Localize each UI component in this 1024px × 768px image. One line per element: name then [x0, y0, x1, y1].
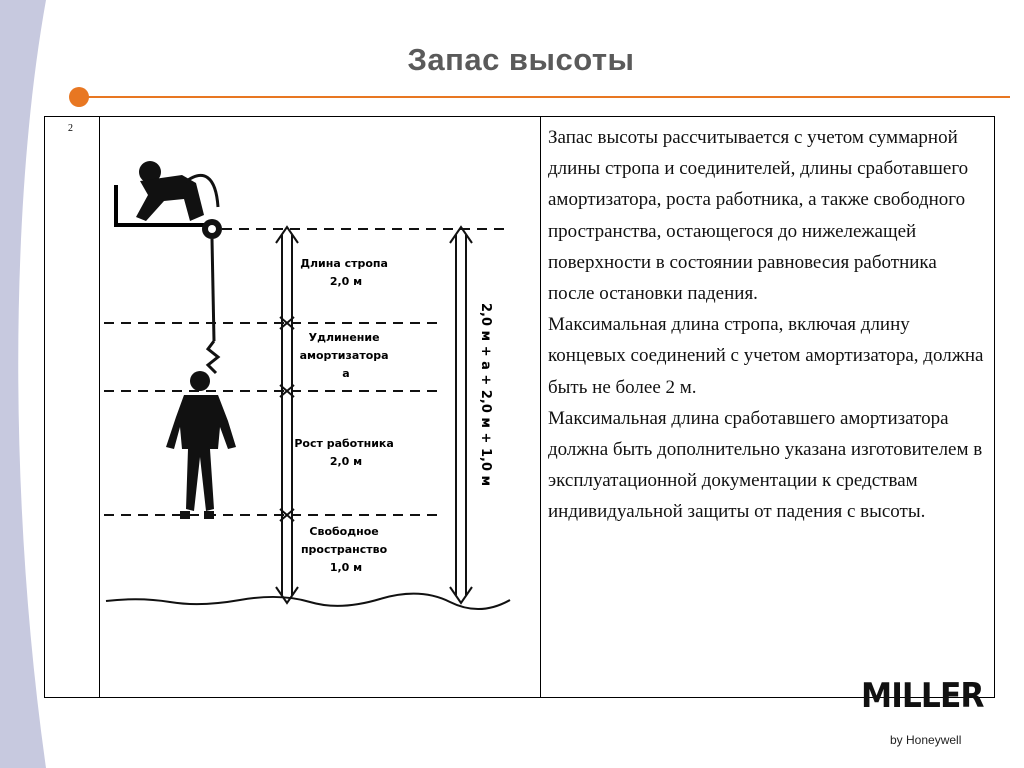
- label-worker-height: Рост работника 2,0 м: [294, 437, 397, 468]
- slide-title: Запас высоты: [407, 42, 635, 77]
- label-absorber-extension: Удлинение амортизатора а: [300, 331, 393, 380]
- label-lanyard-length: Длина стропа 2,0 м: [300, 257, 392, 288]
- reference-lines: [104, 228, 510, 516]
- content-table: 2 Запас высоты рассчитывается с учетом с…: [44, 116, 995, 698]
- label-total-clearance: 2,0 м + а + 2,0 м + 1,0 м: [478, 303, 493, 486]
- left-curve-band: [0, 0, 46, 768]
- label-free-space: Свободное пространство 1,0 м: [301, 525, 391, 574]
- table-divider-2: [540, 117, 541, 697]
- crouching-worker-icon: [136, 161, 220, 221]
- honeywell-byline: by Honeywell: [890, 733, 962, 747]
- title-accent-dot: [69, 87, 89, 107]
- segment-dimension-arrow: [275, 225, 299, 605]
- total-dimension-arrow: [449, 225, 473, 605]
- shock-absorber-icon: [202, 219, 222, 239]
- anchor-platform-icon: [114, 185, 212, 227]
- lanyard-icon: [205, 238, 221, 375]
- paragraph-2: Максимальная длина стропа, включая длину…: [548, 314, 984, 398]
- table-divider-1: [99, 117, 100, 697]
- paragraph-1: Запас высоты рассчитывается с учетом сум…: [548, 127, 969, 305]
- miller-logo: MILLER: [861, 676, 984, 716]
- explanation-text: Запас высоты рассчитывается с учетом сум…: [548, 122, 988, 528]
- hanging-worker-icon: [166, 371, 236, 519]
- row-number: 2: [68, 123, 73, 134]
- ground-line: [105, 592, 511, 611]
- fall-clearance-diagram: Длина стропа 2,0 м Удлинение амортизатор…: [104, 161, 511, 611]
- paragraph-3: Максимальная длина сработавшего амортиза…: [548, 407, 983, 523]
